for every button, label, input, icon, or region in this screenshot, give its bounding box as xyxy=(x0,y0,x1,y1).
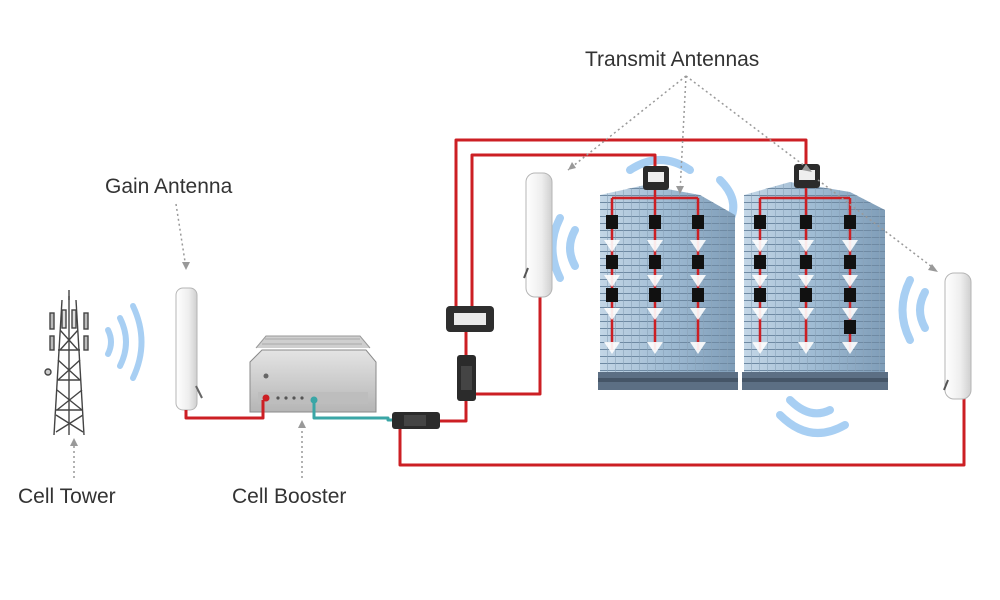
transmit-antenna-1-icon xyxy=(523,172,553,298)
gain-antenna-cable xyxy=(184,400,265,420)
building-splitter-icons xyxy=(643,164,820,190)
antenna3-signal-wave-icon xyxy=(898,276,929,344)
cell-booster-icon xyxy=(249,335,377,413)
gain-antenna-icon xyxy=(175,287,203,411)
bottom-feed-cable xyxy=(398,398,966,467)
cables xyxy=(184,138,966,467)
gain-antenna-label: Gain Antenna xyxy=(105,175,233,198)
outer-run xyxy=(454,138,808,310)
transmit-antennas-label: Transmit Antennas xyxy=(585,48,760,71)
bldg2-signal-wave-icon xyxy=(776,396,849,437)
cell-booster-label: Cell Booster xyxy=(232,485,347,508)
indoor-antenna-icons xyxy=(606,215,856,334)
antenna1-signal-wave-icon xyxy=(548,214,579,282)
transmit-antenna-2-icon xyxy=(943,272,972,400)
inner-run xyxy=(470,153,657,310)
leader-lines xyxy=(73,75,937,478)
tower-signal-wave-icon xyxy=(105,303,145,381)
coupler-icon xyxy=(392,412,440,429)
splitter-icon xyxy=(446,306,494,332)
antenna1-feed-cable xyxy=(476,296,542,396)
building-1-icon xyxy=(598,185,738,390)
building-2-icon xyxy=(742,182,888,390)
cell-tower-label: Cell Tower xyxy=(18,485,116,508)
tap-icon xyxy=(457,355,476,401)
leader-arrowheads xyxy=(70,162,938,446)
coverage-cone-icons xyxy=(604,240,858,354)
splitter1-feed xyxy=(440,400,468,423)
cell-tower-icon xyxy=(44,290,89,436)
signal-waves xyxy=(105,156,929,437)
